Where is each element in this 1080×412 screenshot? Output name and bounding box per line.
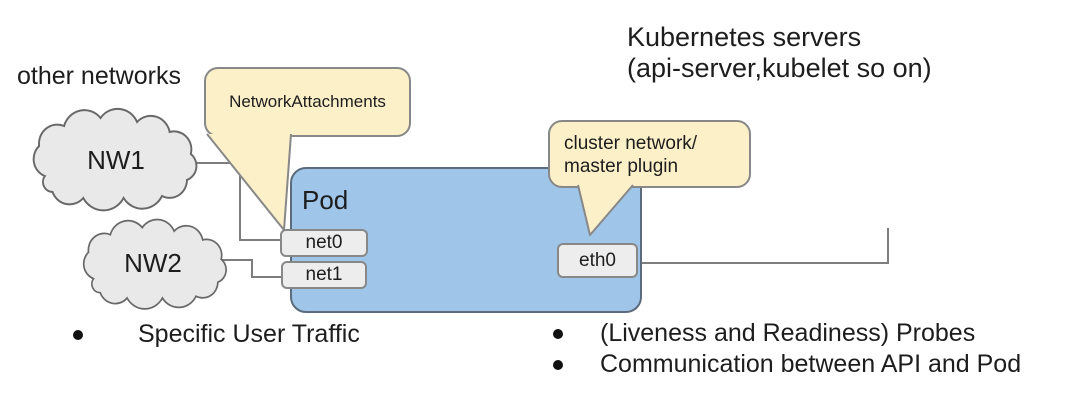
bullet-item: Specific User Traffic [73, 320, 360, 351]
bullet-item: Communication between API and Pod [553, 350, 1021, 381]
other-networks-label: other networks [17, 62, 181, 90]
callout-network-attachments-text: NetworkAttachments [229, 92, 386, 111]
bullet-dot [553, 329, 563, 339]
bullet-item: (Liveness and Readiness) Probes [553, 319, 1021, 350]
bullet-list-right: (Liveness and Readiness) Probes Communic… [553, 319, 1021, 381]
interface-eth0: eth0 [557, 243, 638, 278]
bullet-dot [73, 330, 83, 340]
interface-net1: net1 [281, 261, 367, 289]
connector-eth0-kubernetes [637, 228, 889, 264]
callout-cluster-network-line2: master plugin [564, 156, 679, 177]
cloud-nw1-label: NW1 [87, 145, 145, 175]
bullet-text: (Liveness and Readiness) Probes [600, 319, 976, 347]
bullet-text: Specific User Traffic [138, 320, 360, 348]
kubernetes-servers-line2: (api-server,kubelet so on) [627, 53, 932, 83]
callout-network-attachments: NetworkAttachments [204, 67, 411, 137]
cloud-nw2-label: NW2 [124, 248, 182, 278]
kubernetes-servers-label: Kubernetes servers (api-server,kubelet s… [627, 22, 932, 84]
callout-cluster-network: cluster network/ master plugin [548, 120, 751, 188]
interface-net0: net0 [280, 229, 368, 257]
bullet-dot [553, 360, 563, 370]
callout-cluster-network-line1: cluster network/ [564, 133, 698, 154]
pod-label: Pod [302, 185, 349, 215]
connector-nw1-net0 [197, 162, 283, 241]
connector-nw2-net1 [222, 259, 282, 278]
callout-tail-network-attachments [206, 133, 292, 231]
bullet-text: Communication between API and Pod [600, 350, 1022, 378]
bullet-list-left: Specific User Traffic [73, 320, 360, 351]
kubernetes-servers-line1: Kubernetes servers [627, 22, 862, 52]
